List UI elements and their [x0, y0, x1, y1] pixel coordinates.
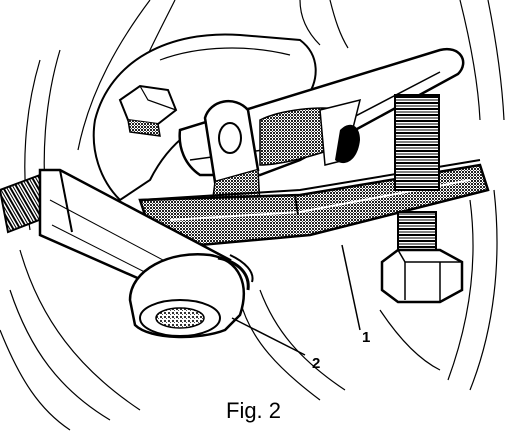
callout-label-2: 2 — [312, 355, 320, 372]
ball-joint-housing — [128, 252, 254, 339]
pressure-screw-hex-head — [380, 248, 464, 304]
bolt-head-upper — [118, 84, 178, 137]
pressure-screw — [394, 94, 440, 265]
background-linework — [0, 0, 505, 431]
figure-caption: Fig. 2 — [226, 398, 282, 423]
callout-label-1: 1 — [362, 329, 370, 346]
callout-leaders — [231, 244, 361, 356]
